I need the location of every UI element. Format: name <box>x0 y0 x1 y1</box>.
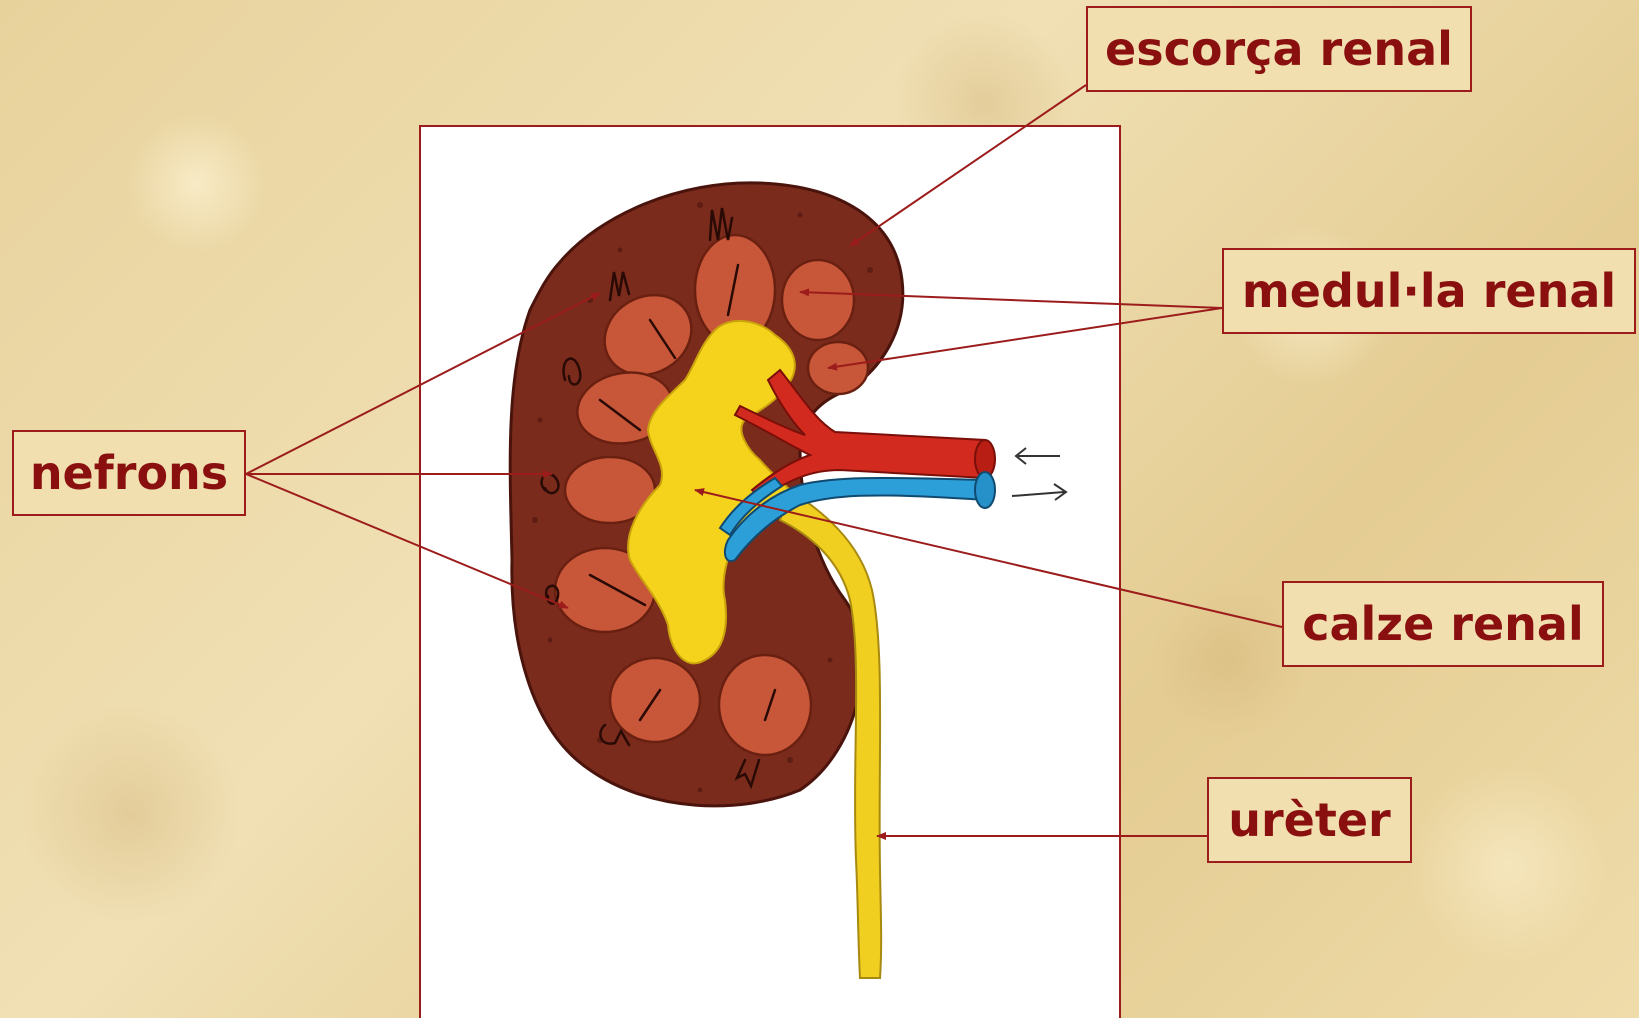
label-nephrons: nefrons <box>12 430 246 516</box>
label-renal-medulla: medul·la renal <box>1222 248 1636 334</box>
label-ureter: urèter <box>1207 777 1412 863</box>
label-renal-cortex: escorça renal <box>1086 6 1472 92</box>
label-renal-calyx: calze renal <box>1282 581 1604 667</box>
vein-end <box>975 472 995 508</box>
